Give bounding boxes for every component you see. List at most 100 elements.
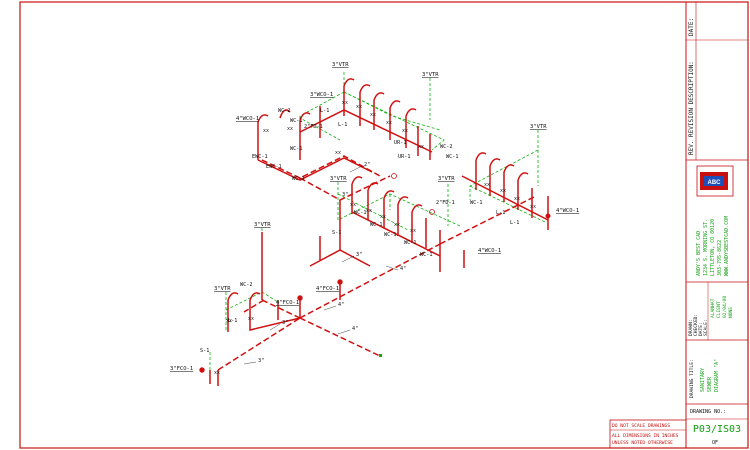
- vtr-label: 3"VTR: [530, 124, 547, 130]
- fixture-label: WC-1: [470, 200, 483, 206]
- svg-text:xx: xx: [287, 126, 293, 132]
- fixture-label: L-1: [338, 122, 347, 128]
- svg-text:xx: xx: [394, 222, 400, 228]
- vtr-label: 3"VTR: [254, 222, 271, 228]
- drawing-title-label: DRAWING TITLE:: [689, 359, 695, 398]
- drawing-number-block: DRAWING NO.: P03/IS03 OF: [686, 409, 748, 446]
- fixture-label: WC-1: [292, 176, 305, 182]
- svg-text:xx: xx: [335, 150, 341, 156]
- company-block: ABC ANDY'S BEST CAD 1234 S. MORNING ST. …: [686, 165, 748, 283]
- pipe-size-label: 2": [364, 162, 370, 168]
- cleanout-symbols: [199, 173, 551, 373]
- fixture-label: WC-2: [440, 144, 453, 150]
- waste-piping: [209, 78, 549, 386]
- fco-label: 4"FCO-1: [276, 300, 299, 306]
- company-line-1: ANDY'S BEST CAD: [696, 231, 702, 276]
- vtr-labels: 3"VTR 3"VTR 3"VTR 3"VTR 3"VTR 3"VTR 3"VT…: [214, 62, 547, 292]
- svg-text:xx: xx: [500, 188, 506, 194]
- fixture-label: WC-1: [354, 210, 367, 216]
- isometric-diagram: xx xx xx xx xx xx xx xx xx xx xx xx xx x…: [170, 62, 579, 386]
- info-label-date: DATE:: [698, 322, 704, 336]
- company-line-2: 1234 S. MORNING ST.: [703, 219, 709, 276]
- info-label-checked: CHECKED:: [693, 314, 699, 336]
- drawing-number: P03/IS03: [693, 424, 741, 435]
- info-label-scale: SCALE:: [703, 319, 709, 336]
- info-value-drawn: ALANHAT: [710, 298, 716, 318]
- note-do-not-scale: DO NOT SCALE DRAWINGS: [612, 423, 670, 429]
- drawing-title-line-1: SANITARY: [700, 368, 706, 392]
- fixture-label: WC-1: [384, 232, 397, 238]
- svg-text:xx: xx: [514, 196, 520, 202]
- cleanout-cap-icon: [297, 295, 303, 301]
- fixture-label: EWC-1: [252, 154, 268, 160]
- fixture-label: WC-1: [290, 118, 303, 124]
- pipe-size-label: 4": [400, 266, 406, 272]
- fixture-label: EWC-1: [266, 164, 282, 170]
- fixture-label: S-1: [200, 348, 209, 354]
- floor-drain-icon: [429, 209, 435, 215]
- sheet-border: [19, 1, 749, 449]
- company-line-5: WWW.ANDYSBESTCAD.COM: [724, 216, 730, 276]
- company-line-3: LITTLETON, CO 80120: [710, 219, 716, 276]
- svg-text:xx: xx: [342, 100, 348, 106]
- pipe-size-label: 3": [342, 192, 348, 198]
- svg-text:xx: xx: [370, 112, 376, 118]
- fixture-label: L-1: [320, 108, 329, 114]
- drawing-title-line-2: SEWER: [707, 376, 713, 392]
- pipe-size-label: 3": [282, 320, 288, 326]
- svg-text:xx: xx: [402, 128, 408, 134]
- vtr-label: 3"VTR: [438, 176, 455, 182]
- pipe-size-label: 3": [356, 252, 362, 258]
- fixture-label: L-1: [228, 318, 237, 324]
- fco-label: 4"FCO-1: [316, 286, 339, 292]
- fixture-label: WC-1: [404, 240, 417, 246]
- pipe-size-label: 3": [258, 358, 264, 364]
- note-dimensions-line-1: ALL DIMENSIONS IN INCHES: [612, 433, 679, 439]
- fixture-label: UR-1: [398, 154, 411, 160]
- fixture-label: UR-1: [394, 140, 407, 146]
- svg-text:xx: xx: [366, 208, 372, 214]
- floor-cleanout-labels: 4"FCO-1 4"FCO-1 3"FCO-1: [170, 286, 339, 372]
- info-value-scale: NONE: [728, 307, 734, 318]
- svg-text:xx: xx: [263, 128, 269, 134]
- company-line-4: 303-795-8622: [717, 240, 723, 276]
- svg-text:xx: xx: [356, 104, 362, 110]
- svg-text:xx: xx: [214, 370, 220, 376]
- info-value-checked: CLIENT: [716, 301, 722, 318]
- fixture-labels: WC-2 WC-1 EWC-1 EWC-1 WC-1 WC-1 L-1 L-1 …: [200, 108, 519, 354]
- cleanout-cap-icon: [199, 367, 205, 373]
- floor-drain-icon: [391, 173, 397, 179]
- cleanout-cap-icon: [337, 279, 343, 285]
- drawing-title-line-3: DIAGRAM "A": [714, 359, 720, 392]
- fco-label: 3"FCO-1: [170, 366, 193, 372]
- svg-text:xx: xx: [386, 120, 392, 126]
- svg-text:xx: xx: [484, 182, 490, 188]
- fitting-marks: xx xx xx xx xx xx xx xx xx xx xx xx xx x…: [214, 100, 536, 376]
- revision-block: DATE: REV. REVISION DESCRIPTION:: [686, 2, 748, 161]
- fixture-label: WC-2: [240, 282, 253, 288]
- pipe-end-marker-icon: [379, 354, 382, 357]
- notes-box: DO NOT SCALE DRAWINGS ALL DIMENSIONS IN …: [609, 419, 687, 449]
- fixture-label: WC-2: [278, 108, 291, 114]
- svg-text:xx: xx: [248, 316, 254, 322]
- fixture-label: L-1: [496, 210, 505, 216]
- svg-text:xx: xx: [418, 144, 424, 150]
- svg-text:xx: xx: [226, 318, 232, 324]
- svg-text:xx: xx: [530, 204, 536, 210]
- vtr-label: 3"VTR: [332, 62, 349, 68]
- pipe-size-label: 4": [352, 326, 358, 332]
- pipe-size-labels: 2" 3" 3" 3" 3" 4" 4" 4": [258, 162, 406, 364]
- svg-text:xx: xx: [410, 228, 416, 234]
- fixture-label: WC-1: [446, 154, 459, 160]
- drawing-of-label: OF: [712, 440, 718, 446]
- vtr-label: 3"VTR: [330, 176, 347, 182]
- wco-labels: 3"WCO-1 4"WCO-1 4"WCO-1 4"WCO-1: [236, 92, 579, 254]
- revision-description-label: REV. REVISION DESCRIPTION:: [688, 61, 695, 155]
- fixture-label: S-1: [332, 230, 341, 236]
- cleanout-cap-icon: [545, 213, 551, 219]
- info-value-date: 02/04/08: [722, 296, 728, 318]
- svg-text:xx: xx: [350, 202, 356, 208]
- drawing-number-label: DRAWING NO.:: [690, 409, 726, 415]
- drawing-title-block: DRAWING TITLE: SANITARY SEWER DIAGRAM "A…: [686, 359, 748, 405]
